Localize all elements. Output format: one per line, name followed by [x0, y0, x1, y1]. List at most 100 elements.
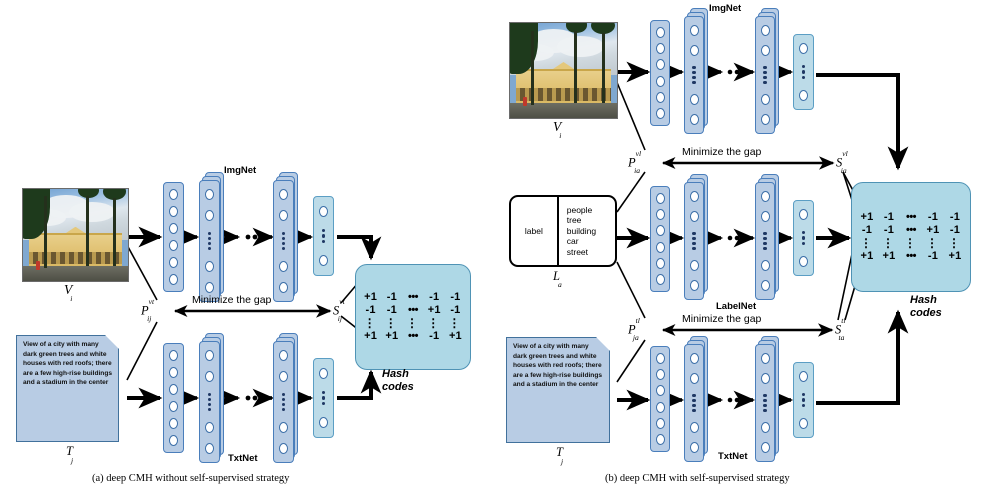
layer-ellipsis [801, 65, 806, 79]
layer-node [655, 42, 665, 54]
layer-node [799, 43, 808, 55]
hash-cell: -1 [365, 304, 376, 316]
layer-node [760, 421, 770, 433]
s-sub: ij [337, 313, 342, 323]
hash-cell: ⋮ [904, 236, 918, 250]
layer-node [205, 210, 214, 222]
hash-cell: -1 [450, 304, 461, 316]
layer-ellipsis [281, 231, 286, 251]
hash-cell: -1 [949, 224, 961, 236]
panel-a-image-label: Vi [64, 282, 73, 304]
hash-label-line1: Hash [382, 368, 409, 380]
layer-ellipsis [321, 391, 326, 405]
s-sup: vt [339, 297, 345, 306]
label-tag: people [566, 204, 593, 215]
panel-b-text-document-content: View of a city with many dark green tree… [513, 343, 603, 389]
hash-cell: +1 [860, 211, 874, 223]
layer-node [655, 241, 665, 253]
layer-column [273, 341, 294, 463]
panel-a-hash-codes-box: +1-1•••-1-1 -1-1•••+1-1 ⋮⋮⋮⋮⋮ +1+1•••-1+… [355, 264, 471, 370]
layer-node [689, 45, 699, 57]
panel-b-text-document: View of a city with many dark green tree… [506, 337, 610, 443]
layer-node [655, 385, 665, 397]
layer-node [169, 350, 178, 361]
layer-column [273, 180, 294, 302]
hash-cell: -1 [450, 291, 461, 303]
layer-node [689, 352, 699, 364]
hash-cell: +1 [427, 304, 441, 316]
hash-label-line2: codes [910, 307, 942, 319]
layer-node [169, 367, 178, 378]
hash-cell: -1 [386, 304, 397, 316]
layer-node [689, 114, 699, 126]
layer-ellipsis [207, 392, 212, 412]
layer-node [279, 281, 288, 293]
layer-node [169, 206, 178, 217]
panel-b-caption: (b) deep CMH with self-supervised strate… [605, 473, 790, 484]
layer-ellipsis [763, 393, 767, 413]
layer-node [655, 192, 665, 204]
hash-cell: -1 [949, 211, 961, 223]
s-top-base: S [836, 155, 843, 170]
layer-node [655, 26, 665, 38]
layer-node [655, 274, 665, 286]
p-bot-base: P [628, 322, 636, 337]
layer-node [760, 24, 770, 36]
panel-b-s-top-symbol: Svlia [836, 149, 854, 175]
layer-column-output [793, 34, 814, 110]
panel-a-caption: (a) deep CMH without self-supervised str… [92, 473, 290, 484]
layer-column [199, 180, 220, 302]
p-top-base: P [628, 155, 636, 170]
layer-node [319, 206, 328, 218]
panel-b-label-cell: label [511, 197, 559, 265]
layer-node [655, 91, 665, 103]
layer-node [689, 190, 699, 202]
layer-column [755, 344, 775, 462]
layer-column-output [313, 358, 334, 438]
hash-row: -1-1•••+1-1 [360, 304, 466, 317]
p-base: P [141, 303, 149, 318]
layer-ellipsis [321, 229, 326, 243]
layer-node [279, 371, 288, 383]
layer-node [169, 223, 178, 234]
layer-ellipsis [763, 65, 767, 85]
panel-a-hash-codes-label: Hash codes [382, 368, 414, 394]
panel-a-text-document-content: View of a city with many dark green tree… [23, 341, 113, 387]
layer-node [169, 240, 178, 251]
hash-row: +1+1•••-1+1 [360, 330, 466, 343]
layer-node [760, 190, 770, 202]
layer-node [205, 189, 214, 201]
hash-cell: +1 [860, 250, 874, 262]
layer-node [169, 257, 178, 268]
layer-node [799, 255, 808, 267]
hash-cell-ellipsis: ••• [407, 330, 419, 342]
panel-b-image-thumbnail [509, 22, 618, 119]
layer-node [655, 225, 665, 237]
panel-b-label-tags: people tree building car street [559, 197, 615, 265]
layer-node [689, 442, 699, 454]
panel-b-minimize-gap-text-top: Minimize the gap [682, 146, 762, 158]
layer-node [655, 108, 665, 120]
p-bot-sup: tl [635, 316, 640, 325]
layer-node [760, 352, 770, 364]
panel-b-p-top-symbol: Pvlia [628, 149, 647, 175]
layer-ellipsis [207, 231, 212, 251]
hash-label-line1: Hash [910, 294, 937, 306]
panel-b-hash-codes-box: +1-1•••-1-1 -1-1•••+1-1 ⋮⋮⋮⋮⋮ +1+1•••-1+… [851, 182, 971, 292]
layer-node [689, 421, 699, 433]
layer-node [655, 257, 665, 269]
s-bot-sup: tl [841, 316, 846, 325]
layer-node [655, 352, 665, 364]
hash-row: +1+1•••-1+1 [856, 250, 966, 263]
label-tag: street [566, 246, 589, 257]
layer-node [655, 401, 665, 413]
layer-ellipsis [692, 65, 696, 85]
hash-cell: ⋮ [406, 316, 420, 330]
layer-node [760, 45, 770, 57]
layer-node [799, 371, 808, 383]
panel-b-minimize-gap-text-bottom: Minimize the gap [682, 313, 762, 325]
hash-cell: -1 [386, 291, 397, 303]
layer-node [760, 211, 770, 223]
s-bot-base: S [835, 322, 842, 337]
layer-node [655, 434, 665, 446]
